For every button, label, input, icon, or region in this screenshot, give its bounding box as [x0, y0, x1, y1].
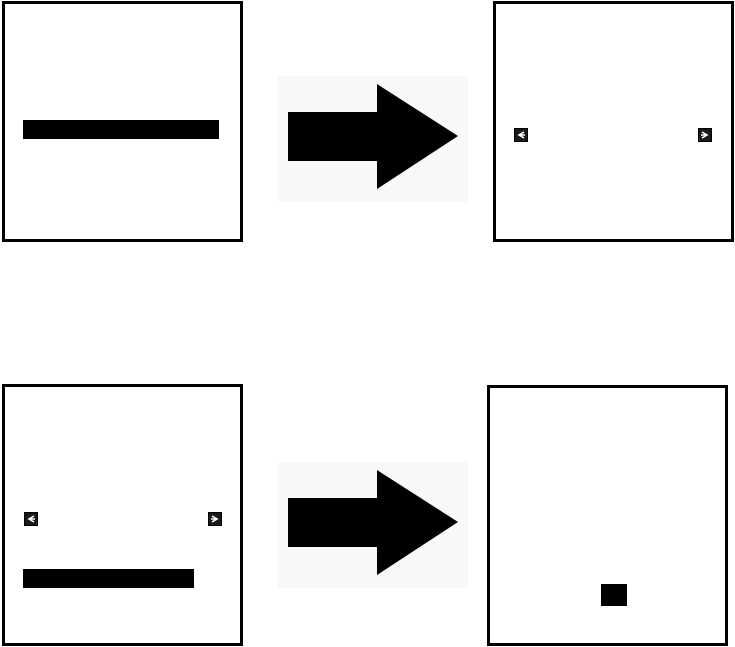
right-arrow-icon [278, 76, 468, 202]
right-pointing-marker-icon [698, 128, 712, 142]
left-pointing-marker-icon [24, 512, 38, 526]
row2-after-panel [487, 385, 728, 646]
right-arrow-icon [278, 462, 468, 588]
horizontal-bar [23, 569, 194, 588]
left-pointing-marker-icon [514, 128, 528, 142]
right-pointing-marker-icon [208, 512, 222, 526]
row2-before-panel [2, 384, 243, 646]
square-block [601, 584, 627, 606]
row1-after-panel [493, 1, 734, 242]
horizontal-bar [23, 120, 219, 139]
row1-before-panel [2, 1, 243, 242]
